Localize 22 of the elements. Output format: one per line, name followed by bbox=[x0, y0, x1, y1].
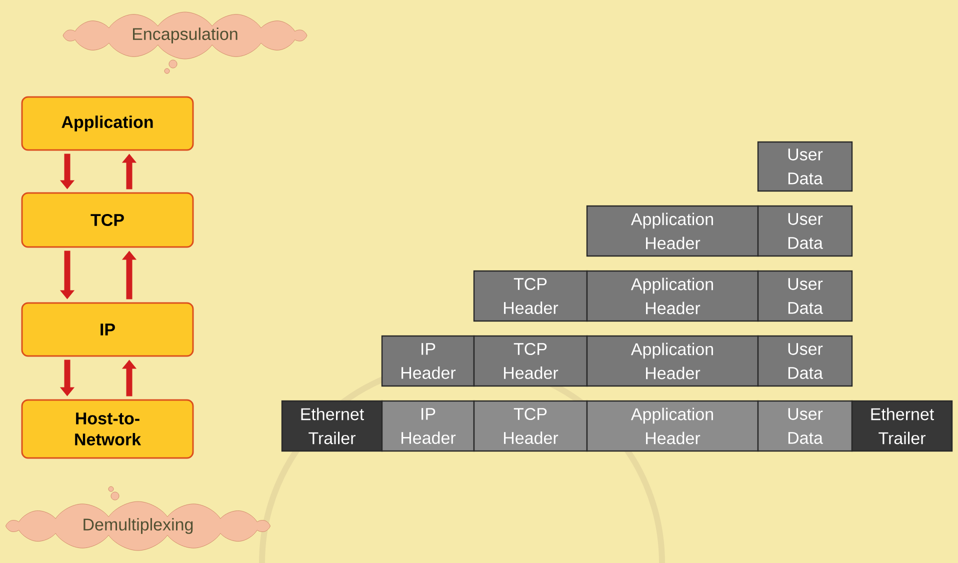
layer-box: Host-to-Network bbox=[21, 399, 194, 459]
packet-field: User Data bbox=[757, 205, 853, 257]
packet-field: User Data bbox=[757, 270, 853, 322]
packet-field: Ethernet Trailer bbox=[281, 400, 383, 452]
packet-field: Application Header bbox=[586, 205, 759, 257]
packet-field: User Data bbox=[757, 141, 853, 192]
thought-cloud: Encapsulation bbox=[62, 12, 308, 74]
packet-field: TCP Header bbox=[473, 335, 588, 387]
thought-cloud: Demultiplexing bbox=[6, 486, 270, 551]
packet-field: User Data bbox=[757, 400, 853, 452]
packet-field: Application Header bbox=[586, 335, 759, 387]
packet-field: User Data bbox=[757, 335, 853, 387]
packet-field: Application Header bbox=[586, 400, 759, 452]
layer-box: Application bbox=[21, 96, 194, 151]
layer-box: IP bbox=[21, 302, 194, 357]
packet-field: TCP Header bbox=[473, 270, 588, 322]
packet-field: TCP Header bbox=[473, 400, 588, 452]
layer-box: TCP bbox=[21, 192, 194, 248]
packet-field: IP Header bbox=[381, 400, 475, 452]
packet-field: Application Header bbox=[586, 270, 759, 322]
packet-field: Ethernet Trailer bbox=[851, 400, 953, 452]
packet-field: IP Header bbox=[381, 335, 475, 387]
